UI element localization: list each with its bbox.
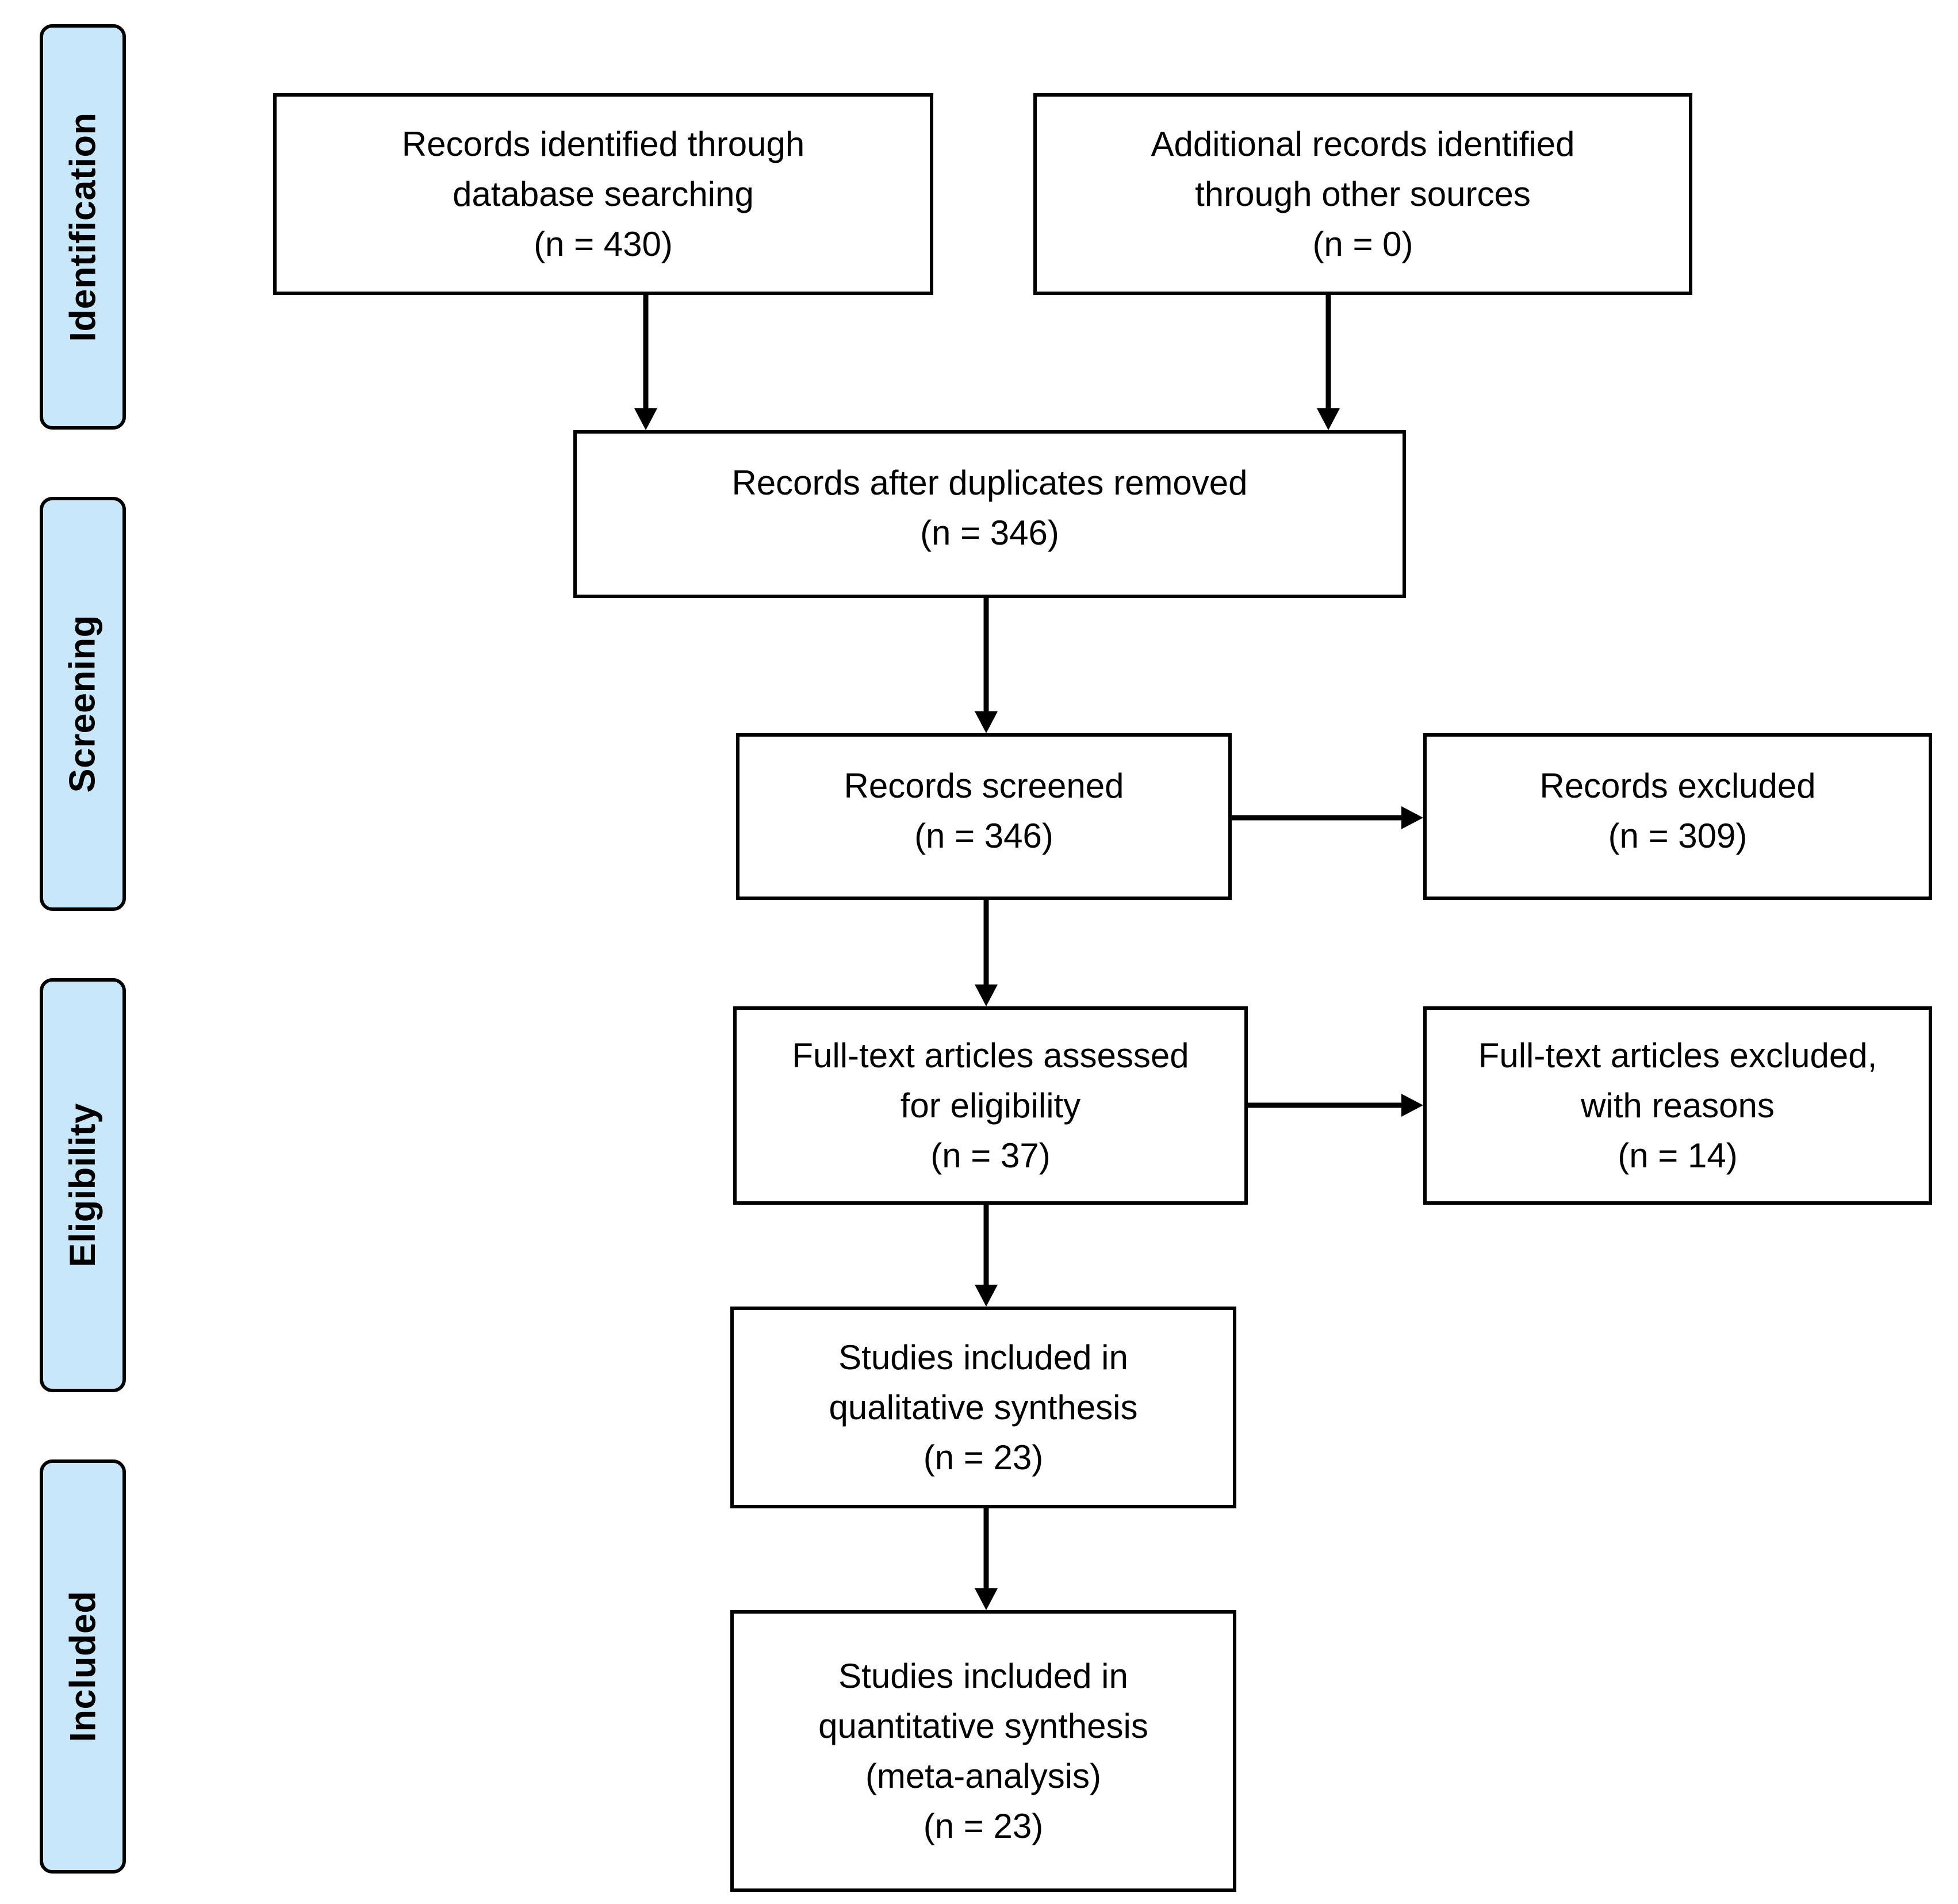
arrow-head-down-icon bbox=[975, 1285, 998, 1307]
arrow-head-right-icon bbox=[1401, 806, 1423, 829]
arrow-shaft bbox=[983, 900, 989, 989]
arrow-shaft bbox=[983, 598, 989, 716]
arrow-shaft bbox=[983, 1508, 989, 1593]
arrow-head-right-icon bbox=[1401, 1094, 1423, 1117]
box-records-after-duplicates: Records after duplicates removed (n = 34… bbox=[573, 430, 1406, 598]
arrow-head-down-icon bbox=[634, 408, 657, 430]
stage-eligibility: Eligibility bbox=[40, 978, 126, 1392]
box-records-identified: Records identified through database sear… bbox=[273, 93, 933, 295]
arrow-screened-to-fulltext bbox=[975, 900, 998, 1006]
arrow-fulltext-to-excluded bbox=[1248, 1094, 1423, 1117]
stage-identification: Identification bbox=[40, 24, 126, 430]
arrow-qualitative-to-quantitative bbox=[975, 1508, 998, 1610]
arrow-shaft bbox=[983, 1205, 989, 1289]
stage-screening-label: Screening bbox=[63, 615, 104, 793]
arrow-additional-to-duplicates bbox=[1317, 295, 1340, 430]
box-quantitative-synthesis: Studies included in quantitative synthes… bbox=[730, 1610, 1236, 1892]
arrow-shaft bbox=[643, 295, 649, 413]
arrow-screened-to-excluded bbox=[1232, 806, 1423, 829]
stage-screening: Screening bbox=[40, 497, 126, 911]
arrow-duplicates-to-screened bbox=[975, 598, 998, 733]
arrow-fulltext-to-qualitative bbox=[975, 1205, 998, 1307]
stage-included: Included bbox=[40, 1459, 126, 1874]
stage-identification-label: Identification bbox=[63, 112, 103, 342]
box-qualitative-synthesis: Studies included in qualitative synthesi… bbox=[730, 1307, 1236, 1508]
arrow-head-down-icon bbox=[975, 1588, 998, 1610]
arrow-shaft bbox=[1232, 815, 1406, 821]
arrow-head-down-icon bbox=[975, 711, 998, 733]
stage-eligibility-label: Eligibility bbox=[63, 1103, 103, 1267]
arrow-head-down-icon bbox=[975, 984, 998, 1006]
box-fulltext-excluded: Full-text articles excluded, with reason… bbox=[1423, 1006, 1932, 1205]
box-records-screened: Records screened (n = 346) bbox=[736, 733, 1232, 900]
stage-included-label: Included bbox=[63, 1591, 104, 1742]
box-records-excluded: Records excluded (n = 309) bbox=[1423, 733, 1932, 900]
box-fulltext-assessed: Full-text articles assessed for eligibil… bbox=[733, 1006, 1248, 1205]
arrow-head-down-icon bbox=[1317, 408, 1340, 430]
arrow-identified-to-duplicates bbox=[634, 295, 657, 430]
box-additional-records: Additional records identified through ot… bbox=[1033, 93, 1692, 295]
arrow-shaft bbox=[1248, 1102, 1406, 1108]
arrow-shaft bbox=[1325, 295, 1331, 413]
